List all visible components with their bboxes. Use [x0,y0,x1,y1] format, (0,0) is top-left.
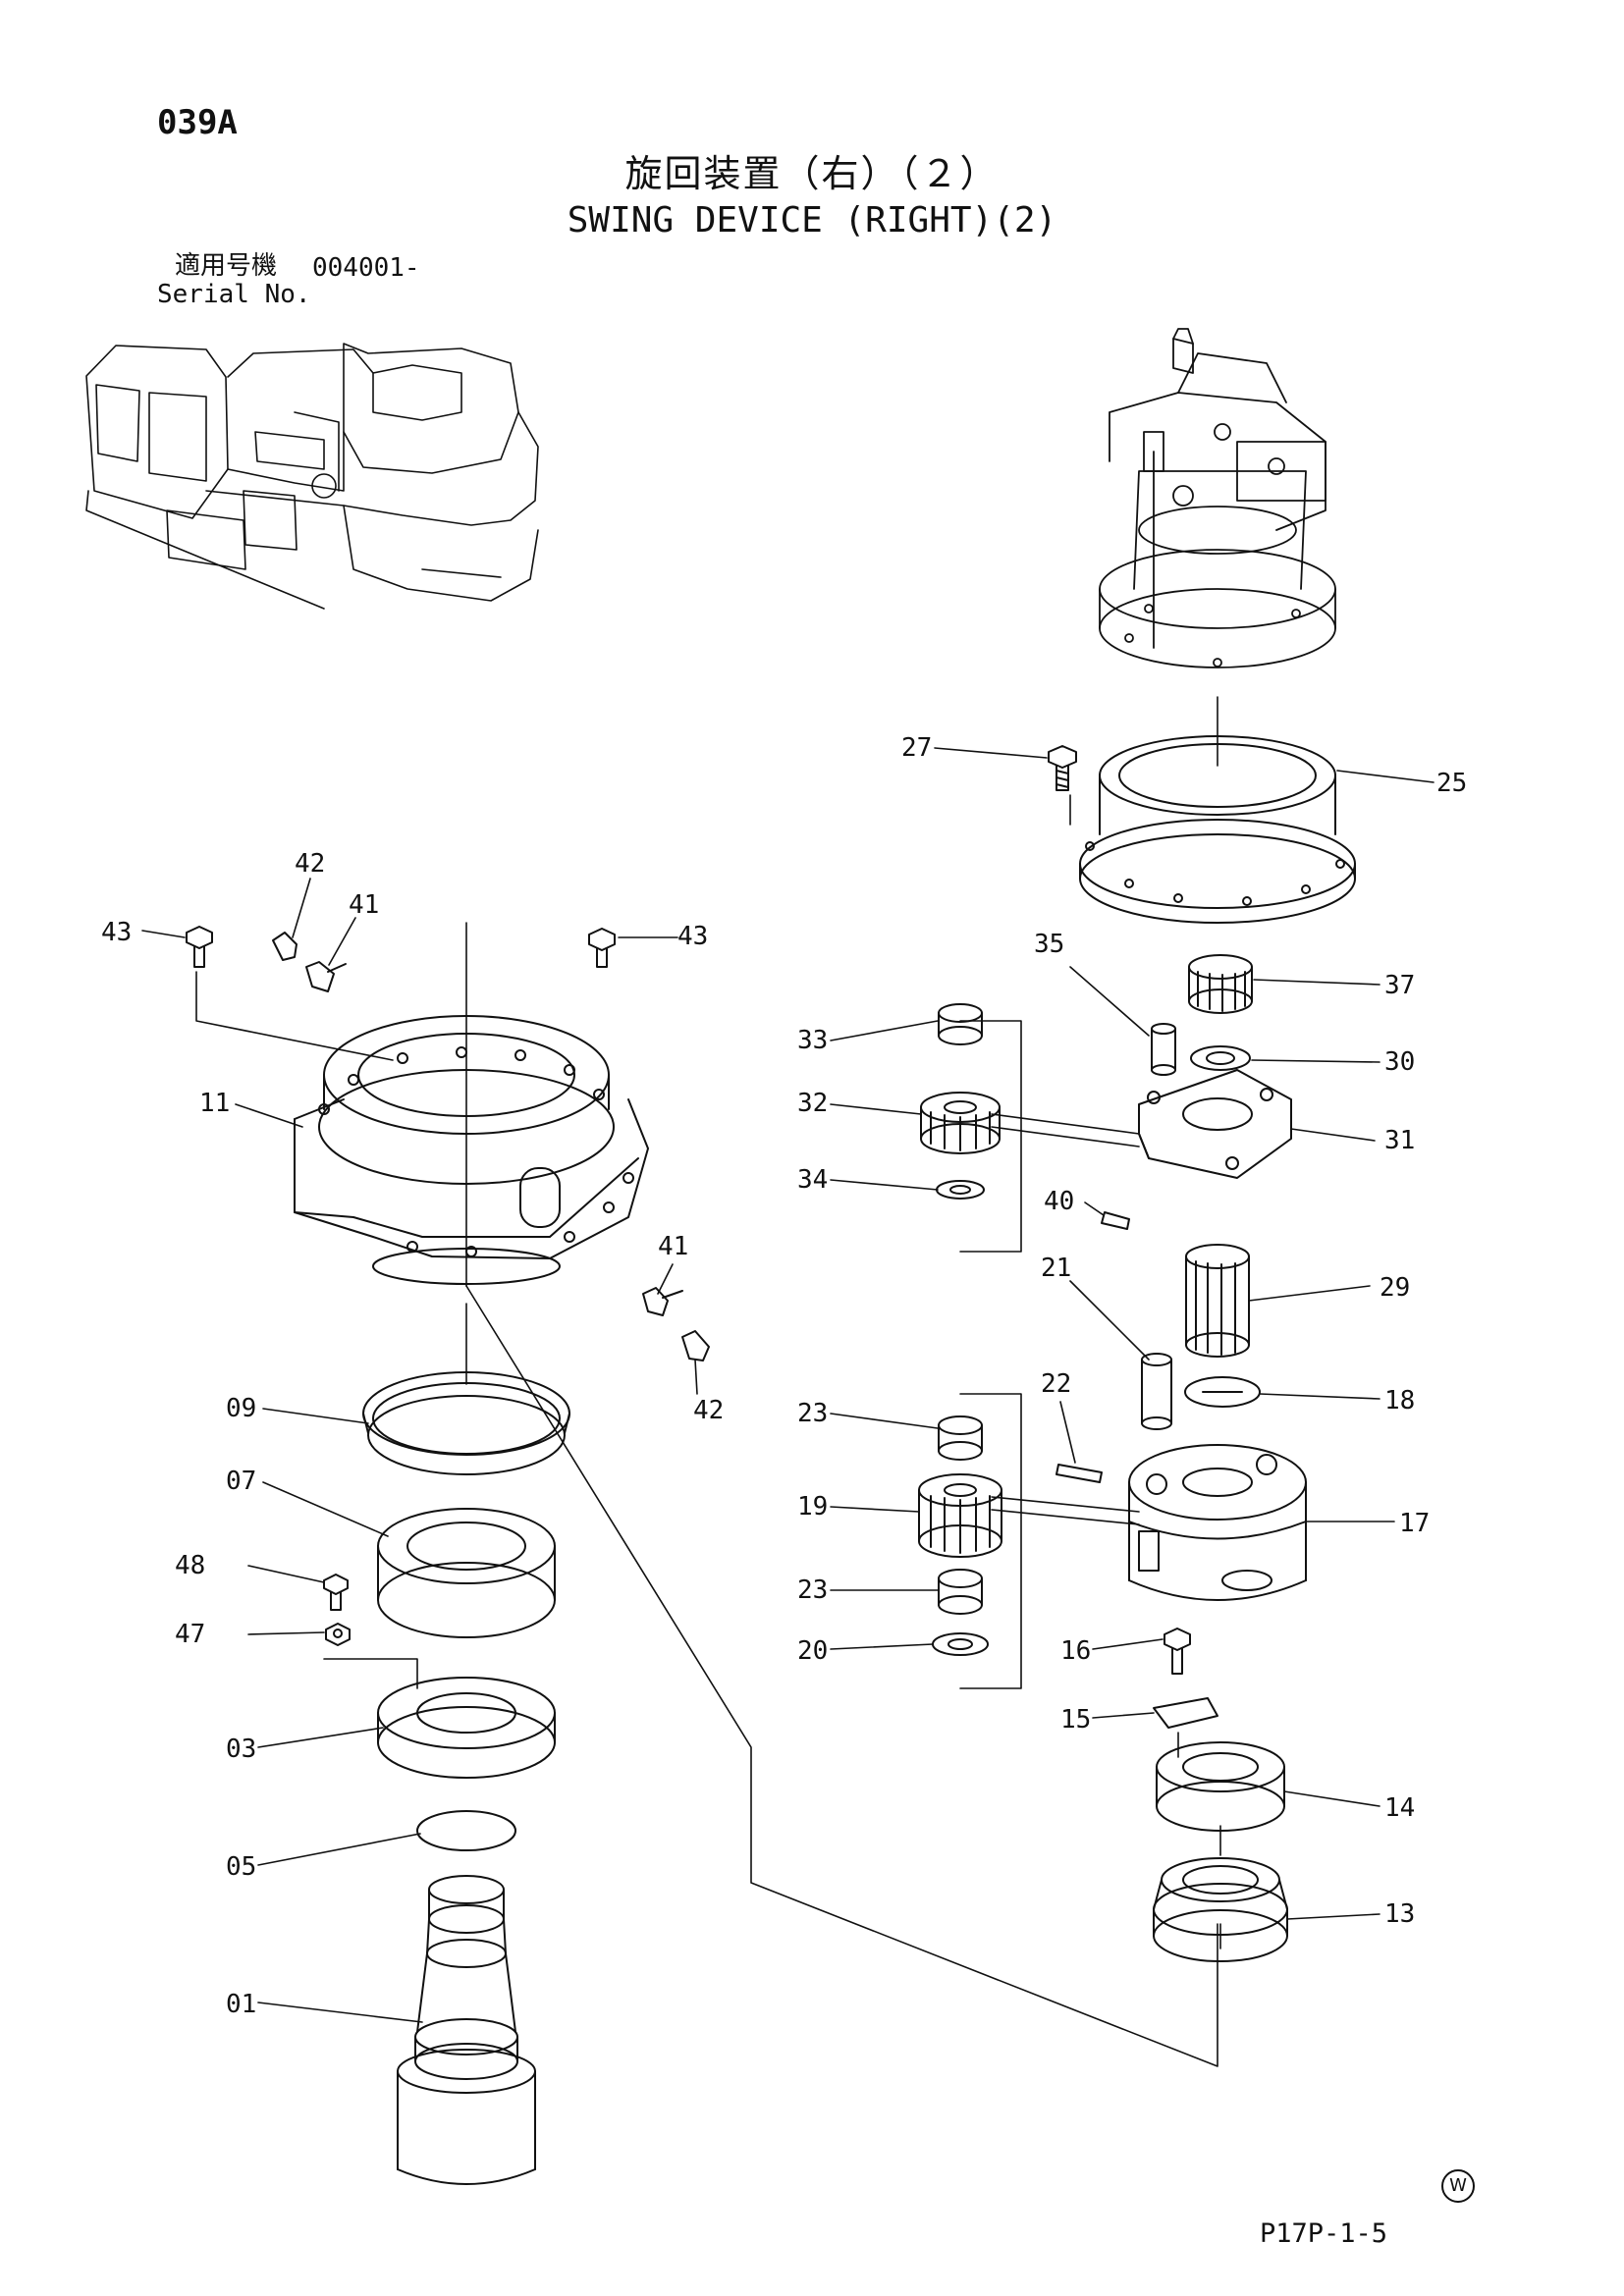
callout-43-right: 43 [677,922,708,951]
callout-34: 34 [797,1165,828,1195]
callout-31: 31 [1384,1126,1415,1155]
part-35-pin [1151,1023,1176,1076]
callout-07: 07 [226,1467,256,1496]
part-13-ring [1153,1857,1288,1962]
part-43-bolt-right [588,928,616,968]
callout-42-top: 42 [295,849,325,879]
part-09-ring [362,1371,570,1475]
title-japanese: 旋回装置（右）（２） [624,152,1000,195]
part-15-lock-plate [1153,1697,1218,1729]
callout-27: 27 [901,733,932,763]
callout-22: 22 [1041,1369,1071,1399]
callout-21: 21 [1041,1254,1071,1283]
title-english: SWING DEVICE (RIGHT)(2) [567,200,1057,240]
callout-11: 11 [199,1089,230,1118]
callout-23-bottom: 23 [797,1575,828,1605]
callout-37: 37 [1384,971,1415,1000]
part-31-carrier [1138,1069,1292,1179]
callout-33: 33 [797,1026,828,1055]
callout-41-bottom: 41 [658,1232,688,1261]
callout-09: 09 [226,1394,256,1423]
part-05-o-ring [416,1810,516,1851]
excavator-thumbnail [85,343,539,610]
part-16-bolt [1164,1628,1191,1675]
callout-43-left: 43 [101,918,132,947]
callout-13: 13 [1384,1899,1415,1929]
part-47-nut [325,1623,351,1646]
w-circle-mark: W [1441,2169,1475,2203]
callout-29: 29 [1380,1273,1410,1303]
part-37-gear [1188,954,1253,1014]
callout-47: 47 [175,1620,205,1649]
part-22-pin [1056,1464,1103,1483]
part-01-shaft [397,1875,536,2185]
callout-19: 19 [797,1492,828,1522]
serial-label-japanese: 適用号機 [175,251,278,281]
sheet-id: P17P-1-5 [1260,2218,1388,2249]
part-48-screw [323,1574,349,1611]
callout-17: 17 [1399,1509,1430,1538]
part-18-plate [1184,1376,1261,1408]
part-43-bolt-left [186,926,213,968]
callout-01: 01 [226,1990,256,2019]
part-23-bearing-top [938,1415,983,1461]
part-20-thrust-washer [932,1632,989,1656]
part-07-bearing [377,1508,556,1638]
part-34-thrust-washer [936,1180,985,1200]
part-03-seal-housing [377,1677,556,1779]
part-23-bearing-bottom [938,1569,983,1615]
leader-lines [141,747,1435,2023]
part-32-planet-gear [920,1092,1001,1154]
part-42-plug-top [272,932,298,961]
serial-number-value: 004001- [312,253,420,283]
part-11-housing [294,1015,649,1285]
serial-label-english: Serial No. [157,280,311,309]
part-21-pin [1141,1353,1172,1430]
callout-20: 20 [797,1636,828,1666]
callout-30: 30 [1384,1047,1415,1077]
page-code: 039A [157,103,238,142]
callout-41-top: 41 [349,890,379,920]
part-41-elbow-top [305,961,347,992]
swing-motor-assembly [1099,328,1336,668]
part-42-plug-bottom [681,1330,710,1362]
callout-16: 16 [1060,1636,1091,1666]
part-40-pin [1101,1211,1130,1230]
part-27-bolt [1048,745,1077,791]
part-41-elbow-bottom [642,1287,683,1316]
callout-23-top: 23 [797,1399,828,1428]
callout-40: 40 [1044,1187,1074,1216]
callout-05: 05 [226,1852,256,1882]
callout-32: 32 [797,1089,828,1118]
callout-25: 25 [1436,769,1467,798]
callout-48: 48 [175,1551,205,1580]
part-25-ring-housing [1079,735,1356,924]
part-14-ring [1156,1741,1285,1832]
part-29-sun-gear [1185,1244,1250,1358]
callout-14: 14 [1384,1793,1415,1823]
callout-15: 15 [1060,1705,1091,1735]
callout-03: 03 [226,1735,256,1764]
part-33-bearing [938,1003,983,1045]
assembly-guide-lines [195,696,1221,2067]
callout-35: 35 [1034,930,1064,959]
callout-18: 18 [1384,1386,1415,1415]
part-19-planet-gear [918,1473,1002,1558]
part-17-carrier [1128,1444,1307,1601]
part-30-washer [1190,1045,1251,1071]
callout-42-bottom: 42 [693,1396,724,1425]
